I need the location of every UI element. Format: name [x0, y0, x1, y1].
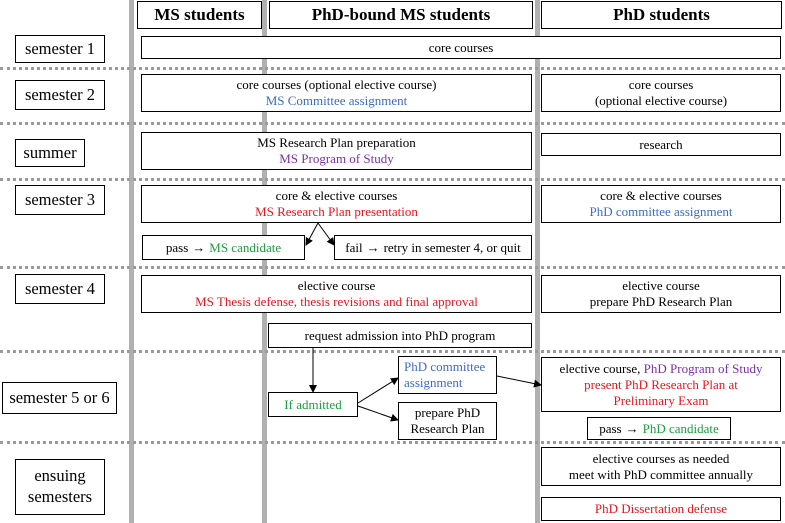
row-separator [0, 67, 785, 70]
prepare-plan-line-2: Research Plan [410, 421, 485, 436]
elective-course-text: elective course, [559, 360, 644, 376]
prepare-phd-research-plan-box: prepare PhD Research Plan [398, 402, 497, 440]
column-header-ms: MS students [137, 1, 262, 29]
semester-3-ms-courses: core & elective courses [275, 188, 398, 203]
row-separator [0, 441, 785, 444]
row-label-summer: summer [15, 139, 85, 167]
semester-2-ms-box: core courses (optional elective course) … [141, 74, 532, 112]
summer-research: research [639, 136, 683, 152]
preliminary-exam: Preliminary Exam [613, 392, 709, 408]
right-arrow-icon: → [366, 239, 380, 255]
semester-3-ms-box: core & elective courses MS Research Plan… [141, 185, 532, 223]
row-label-ensuing-line-2: semesters [27, 487, 93, 506]
phd-committee-line-2: assignment [404, 375, 463, 390]
prepare-phd-research-plan: prepare PhD Research Plan [589, 294, 733, 309]
pass-phd-candidate-box: pass → PhD candidate [587, 417, 731, 440]
semester-3-phd-box: core & elective courses PhD committee as… [541, 185, 781, 223]
row-separator [0, 350, 785, 353]
column-separator-3 [535, 0, 540, 523]
pass-label: pass [599, 420, 622, 436]
row-label-ensuing-semesters: ensuing semesters [15, 459, 105, 515]
arrow-to-phd-committee [357, 377, 399, 404]
phd-candidate: PhD candidate [642, 420, 719, 436]
semester-4-elective-course: elective course [297, 278, 376, 293]
right-arrow-icon: → [625, 420, 639, 436]
if-admitted-box: If admitted [268, 392, 358, 417]
prepare-plan-line-1: prepare PhD [414, 405, 481, 420]
summer-phd-box: research [541, 133, 781, 156]
semester-2-phd-optional: (optional elective course) [594, 93, 728, 108]
pass-ms-candidate-box: pass → MS candidate [142, 235, 305, 260]
semester-2-phd-courses: core courses [628, 77, 694, 92]
phd-dissertation-defense: PhD Dissertation defense [594, 501, 728, 516]
fail-label: fail [345, 239, 363, 255]
semester-5-6-phd-line-1: elective course, PhD Program of Study [560, 361, 763, 377]
arrow-to-ms-candidate [305, 222, 319, 246]
summer-ms-box: MS Research Plan preparation MS Program … [141, 132, 532, 170]
arrow-to-prepare-plan [357, 405, 399, 422]
phd-committee-assignment-box: PhD committee assignment [398, 356, 497, 394]
semester-4-ms-box: elective course MS Thesis defense, thesi… [141, 275, 532, 313]
present-phd-research-plan: present PhD Research Plan at [584, 376, 738, 392]
semester-3-phd-courses: core & elective courses [600, 188, 722, 203]
ms-program-of-study: MS Program of Study [279, 151, 394, 166]
semester-4-phd-box: elective course prepare PhD Research Pla… [541, 275, 781, 313]
row-label-semester-5-or-6: semester 5 or 6 [2, 382, 117, 414]
phd-committee-assignment: PhD committee assignment [589, 204, 733, 219]
core-courses-text: core courses [428, 39, 494, 55]
row-label-semester-2: semester 2 [15, 80, 105, 110]
arrow-to-phd-column [496, 375, 542, 388]
row-separator [0, 266, 785, 269]
row-separator [0, 178, 785, 181]
phd-committee-line-1: PhD committee [404, 359, 486, 374]
request-admission-box: request admission into PhD program [268, 323, 532, 348]
retry-or-quit: retry in semester 4, or quit [383, 239, 521, 255]
column-separator-1 [129, 0, 134, 523]
semester-1-core-courses: core courses [141, 36, 781, 59]
arrow-to-fail [317, 222, 335, 246]
semester-2-phd-box: core courses (optional elective course) [541, 74, 781, 112]
row-label-ensuing-line-1: ensuing [34, 466, 86, 486]
row-label-semester-1: semester 1 [15, 35, 105, 63]
row-label-semester-4: semester 4 [15, 274, 105, 304]
request-admission-text: request admission into PhD program [304, 327, 496, 343]
if-admitted-text: If admitted [284, 396, 342, 412]
ms-research-plan-preparation: MS Research Plan preparation [257, 135, 416, 150]
elective-courses-as-needed: elective courses as needed [592, 450, 730, 466]
semester-4-phd-elective: elective course [622, 278, 700, 293]
row-separator [0, 122, 785, 125]
column-separator-2 [262, 0, 267, 523]
fail-retry-box: fail → retry in semester 4, or quit [334, 235, 532, 260]
meet-with-committee: meet with PhD committee annually [568, 466, 754, 482]
phd-dissertation-defense-box: PhD Dissertation defense [541, 497, 781, 521]
ms-committee-assignment: MS Committee assignment [265, 93, 408, 108]
ensuing-phd-box: elective courses as needed meet with PhD… [541, 447, 781, 486]
semester-2-ms-courses: core courses (optional elective course) [236, 77, 437, 92]
pass-label: pass [165, 239, 189, 255]
ms-research-plan-presentation: MS Research Plan presentation [255, 204, 418, 219]
column-header-phd-bound: PhD-bound MS students [269, 1, 533, 29]
column-header-phd: PhD students [541, 1, 782, 29]
ms-thesis-defense: MS Thesis defense, thesis revisions and … [195, 294, 478, 309]
right-arrow-icon: → [192, 239, 206, 255]
phd-program-of-study: PhD Program of Study [643, 360, 763, 376]
ms-candidate: MS candidate [209, 239, 282, 255]
row-label-semester-3: semester 3 [15, 185, 105, 215]
